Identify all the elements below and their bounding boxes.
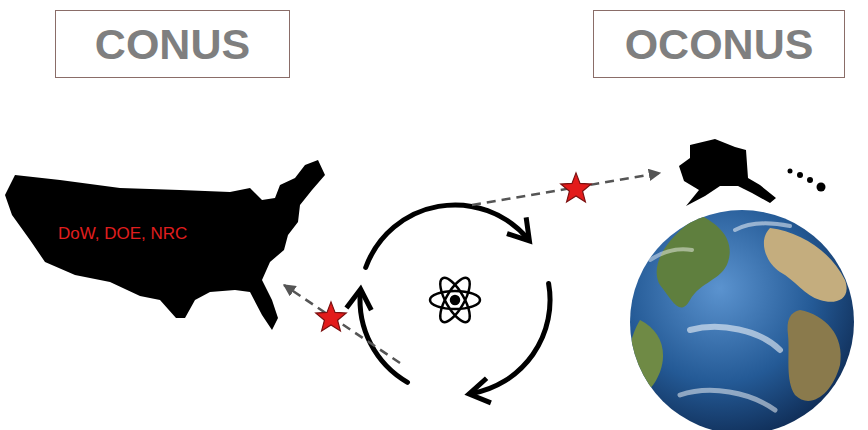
cycle-arrows — [360, 205, 550, 394]
us-map-silhouette: DoW, DOE, NRC — [0, 158, 332, 338]
region-title: OCONUS — [625, 23, 814, 66]
region-title: CONUS — [95, 23, 250, 66]
red-star — [316, 173, 592, 331]
agency-list: DoW, DOE, NRC — [58, 225, 187, 244]
atom-symbol — [430, 274, 480, 326]
alaska-hawaii-silhouette — [679, 139, 826, 206]
region-label-box: OCONUS — [593, 10, 845, 78]
us-map-shape — [0, 158, 332, 338]
dashed-arrows — [284, 173, 660, 363]
earth-globe — [628, 210, 854, 430]
region-label-box: CONUS — [55, 10, 290, 78]
